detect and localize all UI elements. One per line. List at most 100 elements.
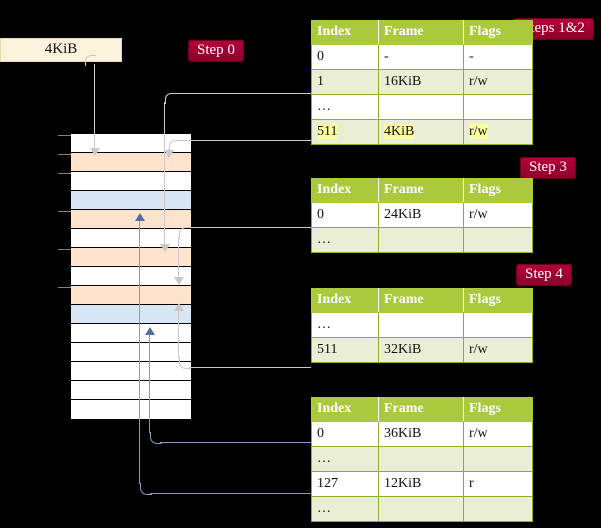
memory-tick (58, 135, 71, 136)
arrow-head-down (164, 150, 174, 158)
pd-table: Index Frame Flags … 511 32KiB r/w (311, 288, 533, 363)
cell-flags (463, 496, 533, 522)
memory-frame-row (71, 324, 191, 343)
cell-index: … (311, 496, 379, 522)
cell-index: … (311, 446, 379, 472)
memory-frame-row (71, 286, 191, 305)
connector-t3-511-arc (179, 357, 191, 369)
memory-frame-row (71, 248, 191, 267)
cell-flags (463, 227, 533, 253)
cell-index: 511 (311, 119, 379, 145)
connector-t2-0-arc (179, 227, 191, 239)
table-row: 511 32KiB r/w (311, 337, 533, 363)
pd-table-body: … 511 32KiB r/w (311, 312, 533, 363)
cell-frame: 36KiB (378, 421, 464, 447)
pt-table-body: 0 36KiB r/w … 127 12KiB r … (311, 421, 533, 522)
cell-flags (463, 312, 533, 338)
cell-flags (463, 446, 533, 472)
table-row: … (311, 312, 533, 338)
arrow-head-down (90, 148, 100, 156)
step-4-badge: Step 4 (516, 264, 572, 286)
column-header-flags: Flags (463, 397, 533, 422)
step-3-badge: Step 3 (520, 157, 576, 179)
table-row: 0 - - (311, 44, 533, 70)
cell-index: 0 (311, 44, 379, 70)
cell-index: … (311, 94, 379, 120)
column-header-flags: Flags (463, 288, 533, 313)
column-header-frame: Frame (378, 178, 464, 203)
table-row: … (311, 446, 533, 472)
arrow-head-up (174, 303, 184, 311)
cell-flags: r (463, 471, 533, 497)
column-header-frame: Frame (378, 20, 464, 45)
cell-flags: r/w (463, 337, 533, 363)
cell-frame: 24KiB (378, 202, 464, 228)
table-header-row: Index Frame Flags (311, 20, 533, 45)
connector-t4-0-rise (149, 334, 150, 433)
column-header-index: Index (311, 20, 379, 45)
table-row: 127 12KiB r (311, 471, 533, 497)
pml4-table: Index Frame Flags 0 - - 1 16KiB r/w … (311, 20, 533, 145)
cell-index: 127 (311, 471, 379, 497)
cell-frame (378, 94, 464, 120)
connector-t4-127-rise (139, 220, 140, 484)
column-header-index: Index (311, 178, 379, 203)
cell-frame: 12KiB (378, 471, 464, 497)
cell-index: 1 (311, 69, 379, 95)
memory-tick (58, 287, 71, 288)
connector-vbox-line (94, 64, 95, 149)
column-header-frame: Frame (378, 397, 464, 422)
cell-frame (378, 496, 464, 522)
memory-tick (58, 173, 71, 174)
cell-frame (378, 312, 464, 338)
connector-t1-1-drop (164, 102, 165, 245)
memory-frame-row (71, 134, 191, 153)
table-row: … (311, 496, 533, 522)
connector-t4-127-arc (140, 483, 152, 495)
connector-t4-0-arc (150, 432, 162, 444)
cell-index: … (311, 312, 379, 338)
step-0-badge: Step 0 (188, 40, 244, 62)
memory-frame-row (71, 153, 191, 172)
cell-index: 511 (311, 337, 379, 363)
connector-t1-511-arc (169, 140, 180, 151)
memory-frame-row (71, 229, 191, 248)
pt-table: Index Frame Flags 0 36KiB r/w … 127 12Ki… (311, 397, 533, 522)
table-row: 511 4KiB r/w (311, 119, 533, 145)
table-row: … (311, 94, 533, 120)
cell-flags: r/w (463, 69, 533, 95)
cell-frame (378, 227, 464, 253)
table-header-row: Index Frame Flags (311, 288, 533, 313)
table-header-row: Index Frame Flags (311, 397, 533, 422)
steps-1-2-badge: Steps 1&2 (513, 18, 594, 40)
pdp-table-body: 0 24KiB r/w … (311, 202, 533, 253)
memory-frame-row (71, 172, 191, 191)
memory-frame-row (71, 362, 191, 381)
memory-frame-row (71, 400, 191, 419)
table-row: 0 24KiB r/w (311, 202, 533, 228)
memory-frame-row (71, 343, 191, 362)
virtual-page-box: 4KiB (0, 38, 122, 62)
connector-vbox-arc (85, 55, 96, 66)
column-header-index: Index (311, 288, 379, 313)
cell-frame: 32KiB (378, 337, 464, 363)
connector-t3-511-line (189, 367, 311, 368)
arrow-head-up-blue (145, 327, 155, 335)
column-header-index: Index (311, 397, 379, 422)
memory-frame-row (71, 267, 191, 286)
virtual-page-label: 4KiB (44, 41, 78, 57)
cell-index: 0 (311, 421, 379, 447)
arrow-head-down (174, 277, 184, 285)
connector-t3-511-rise (178, 310, 179, 358)
physical-memory-column (70, 134, 191, 419)
column-header-flags: Flags (463, 20, 533, 45)
table-header-row: Index Frame Flags (311, 178, 533, 203)
pdp-table: Index Frame Flags 0 24KiB r/w … (311, 178, 533, 253)
cell-frame (378, 446, 464, 472)
cell-flags: - (463, 44, 533, 70)
connector-t2-0-drop (178, 237, 179, 278)
connector-t1-1-arc (165, 93, 176, 104)
arrow-head-up-blue (135, 213, 145, 221)
memory-tick (58, 211, 71, 212)
cell-frame: 16KiB (378, 69, 464, 95)
